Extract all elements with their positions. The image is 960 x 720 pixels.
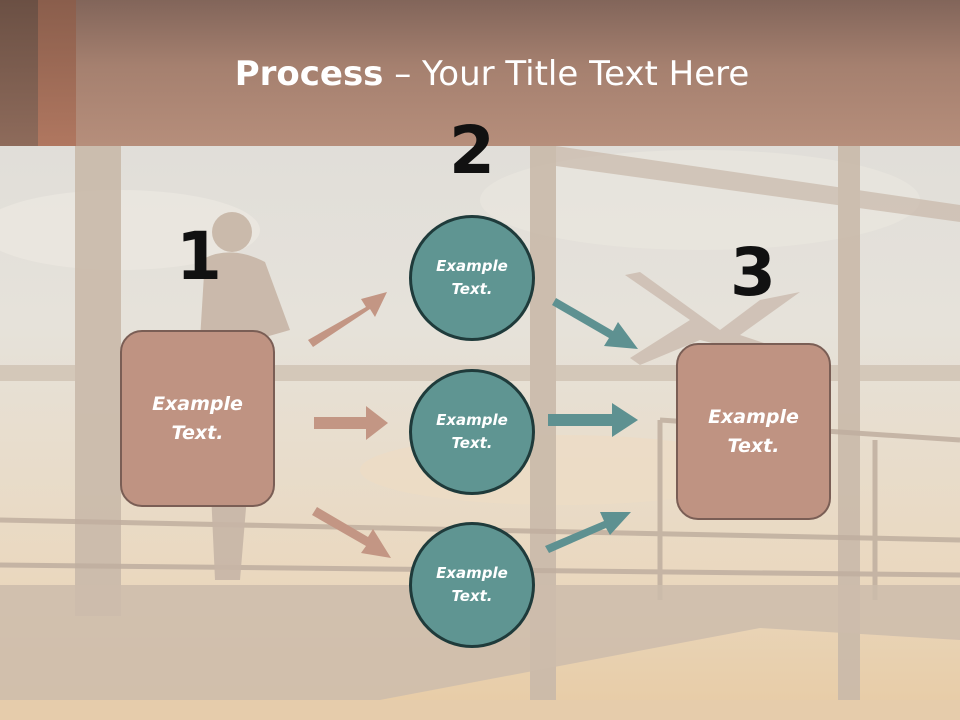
step-3-box[interactable]: Example Text. [676, 343, 831, 520]
title-rest: – Your Title Text Here [383, 54, 750, 94]
arrow-icon [314, 406, 388, 440]
arrow-icon [308, 292, 387, 347]
step-2-circle-middle[interactable]: Example Text. [409, 369, 535, 495]
step-number-2: 2 [449, 112, 495, 189]
title-bar [0, 0, 960, 146]
step-1-text: Example Text. [152, 392, 243, 444]
step-number-3: 3 [730, 234, 776, 311]
step-number-1: 1 [176, 218, 222, 295]
arrow-icon [545, 512, 631, 553]
circle-text: Example Text. [436, 257, 508, 298]
header-accent [38, 0, 76, 146]
step-2-circle-top[interactable]: Example Text. [409, 215, 535, 341]
arrow-icon [312, 507, 391, 558]
step-1-box[interactable]: Example Text. [120, 330, 275, 507]
circle-text: Example Text. [436, 564, 508, 605]
circle-text: Example Text. [436, 411, 508, 452]
step-2-circle-bottom[interactable]: Example Text. [409, 522, 535, 648]
arrow-icon [552, 298, 638, 349]
arrow-icon [548, 403, 638, 437]
slide-title: Process – Your Title Text Here [0, 52, 960, 96]
header-accent [0, 0, 38, 146]
title-bold: Process [234, 54, 384, 94]
step-3-text: Example Text. [708, 405, 799, 457]
